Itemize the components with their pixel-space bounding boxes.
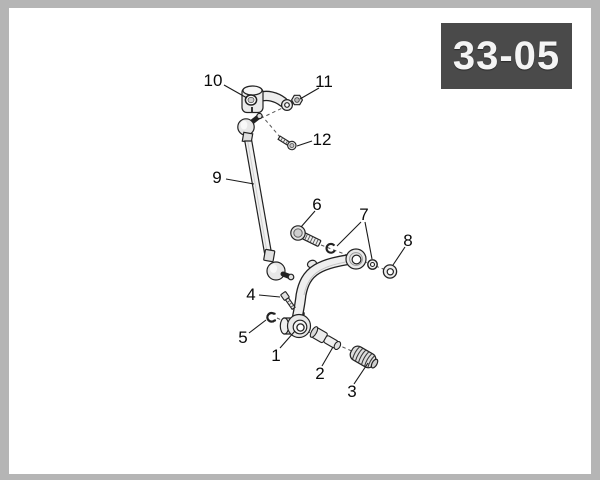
washer7a-open-ring [327,244,335,253]
rod-bottom-socket-highlight [269,264,278,273]
screw4-thread [289,303,292,305]
leader-lines [224,85,405,384]
callout-2-label: 2 [315,364,324,383]
screw4-thread [287,300,290,302]
nut-hole [295,98,300,103]
leader-line-4 [259,295,280,297]
rod-top-stud-cap [257,113,262,118]
bolt6-thread [307,236,310,241]
part-10-shift-clamp [242,86,292,113]
rod-shaft [245,141,272,253]
bolt12-thread [283,139,285,142]
leader-line-5 [249,320,266,333]
rod-shaft-highlight [248,142,267,252]
callout-9-label: 9 [212,168,221,187]
part-6-bolt [291,226,321,247]
callout-4-label: 4 [246,285,255,304]
leader-line-10 [224,85,247,98]
part-12-bolt [277,134,298,151]
leader-line-12 [297,141,312,146]
leader-line-7b [365,222,372,259]
callout-6-label: 6 [312,195,321,214]
bolt12-thread [286,141,288,144]
rubber-ribs [352,346,375,368]
part-11-nut [292,95,303,104]
part-7-washers [327,244,378,269]
callout-8-label: 8 [403,231,412,250]
leader-line-6 [301,211,315,227]
bolt12-thread [281,138,283,141]
circlip-ring [267,313,274,322]
leader-line-8 [393,247,405,265]
rod-bottom-collar [264,249,275,261]
callout-1-label: 1 [271,346,280,365]
circlip-end [273,312,276,315]
callout-3-label: 3 [347,382,356,401]
rod-top-socket-highlight [240,120,248,130]
bolt6-thread [316,240,319,245]
leader-line-3 [354,363,368,384]
leader-line-2 [322,347,333,366]
bolt6-thread [313,238,316,243]
part-5-circlip [267,312,277,322]
page-code: 33-05 [452,33,561,78]
pin-collar [309,326,319,339]
bolt6-head-face [294,229,302,237]
pivot-hole [297,324,304,331]
clamp-bore-spline [248,97,254,102]
washer7b-hole [371,263,375,267]
callout-10-label: 10 [204,71,223,90]
part-8-washer [383,265,396,278]
callout-11-label: 11 [315,72,333,91]
callout-labels: 1 2 3 4 5 6 7 8 9 10 11 12 [204,71,413,401]
bolt6-thread [310,237,313,242]
leader-line-7a [337,222,361,246]
page-code-badge: 33-05 [441,23,572,89]
part-9-linkage-rod [238,113,294,280]
callout-5-label: 5 [238,328,247,347]
lever-top-boss-hole [352,255,361,264]
leader-line-1 [280,331,295,348]
leader-line-9 [226,179,254,184]
screw4-thread [291,305,294,307]
rod-bottom-stud-cap [288,274,294,280]
leader-line-11 [300,88,319,99]
washer8-hole [387,269,393,275]
pin-end-cap [333,340,342,350]
rubber-end [370,358,379,369]
lever-arm-fill [296,259,352,324]
clamp-cylinder-top [243,86,262,95]
part-1-shift-lever [280,249,366,338]
bolt6-thread [305,234,308,239]
part-2-footpeg-pin [309,326,343,353]
callout-12-label: 12 [313,130,332,149]
circlip-end [273,319,277,322]
lever-arm-detail [304,262,348,296]
callout-7-label: 7 [359,205,368,224]
lever-top-boss-ring [350,253,363,266]
part-3-footpeg-rubber [348,344,380,371]
clamp-eyelet-hole [285,103,290,108]
bolt12-head-socket [289,143,295,149]
part-4-screw [281,291,297,310]
